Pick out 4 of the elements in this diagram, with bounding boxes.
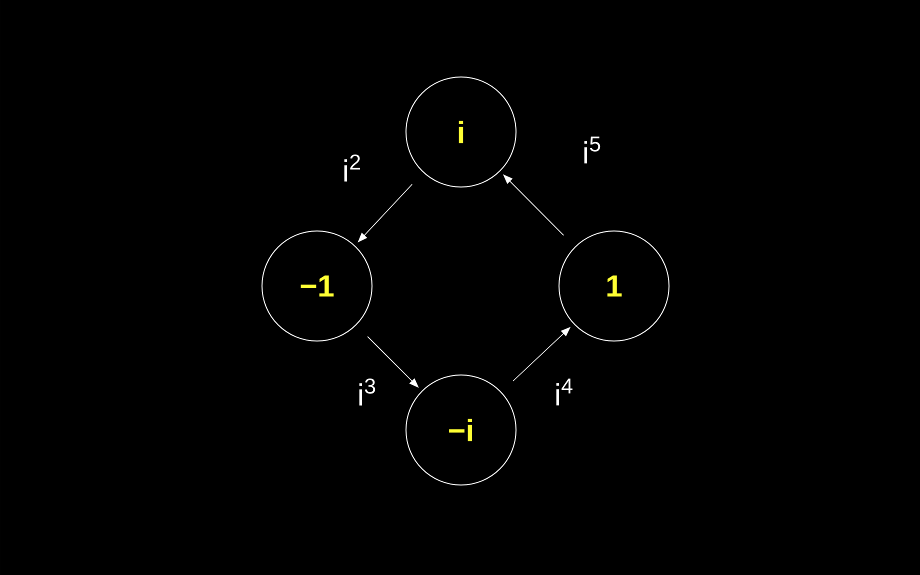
edge-label: i$^{5}$: [580, 135, 604, 165]
edge-label: i$^{3}$: [356, 377, 378, 407]
edge-label: i$^{2}$: [340, 153, 364, 183]
edge-label: i$^{4}$: [552, 377, 576, 407]
